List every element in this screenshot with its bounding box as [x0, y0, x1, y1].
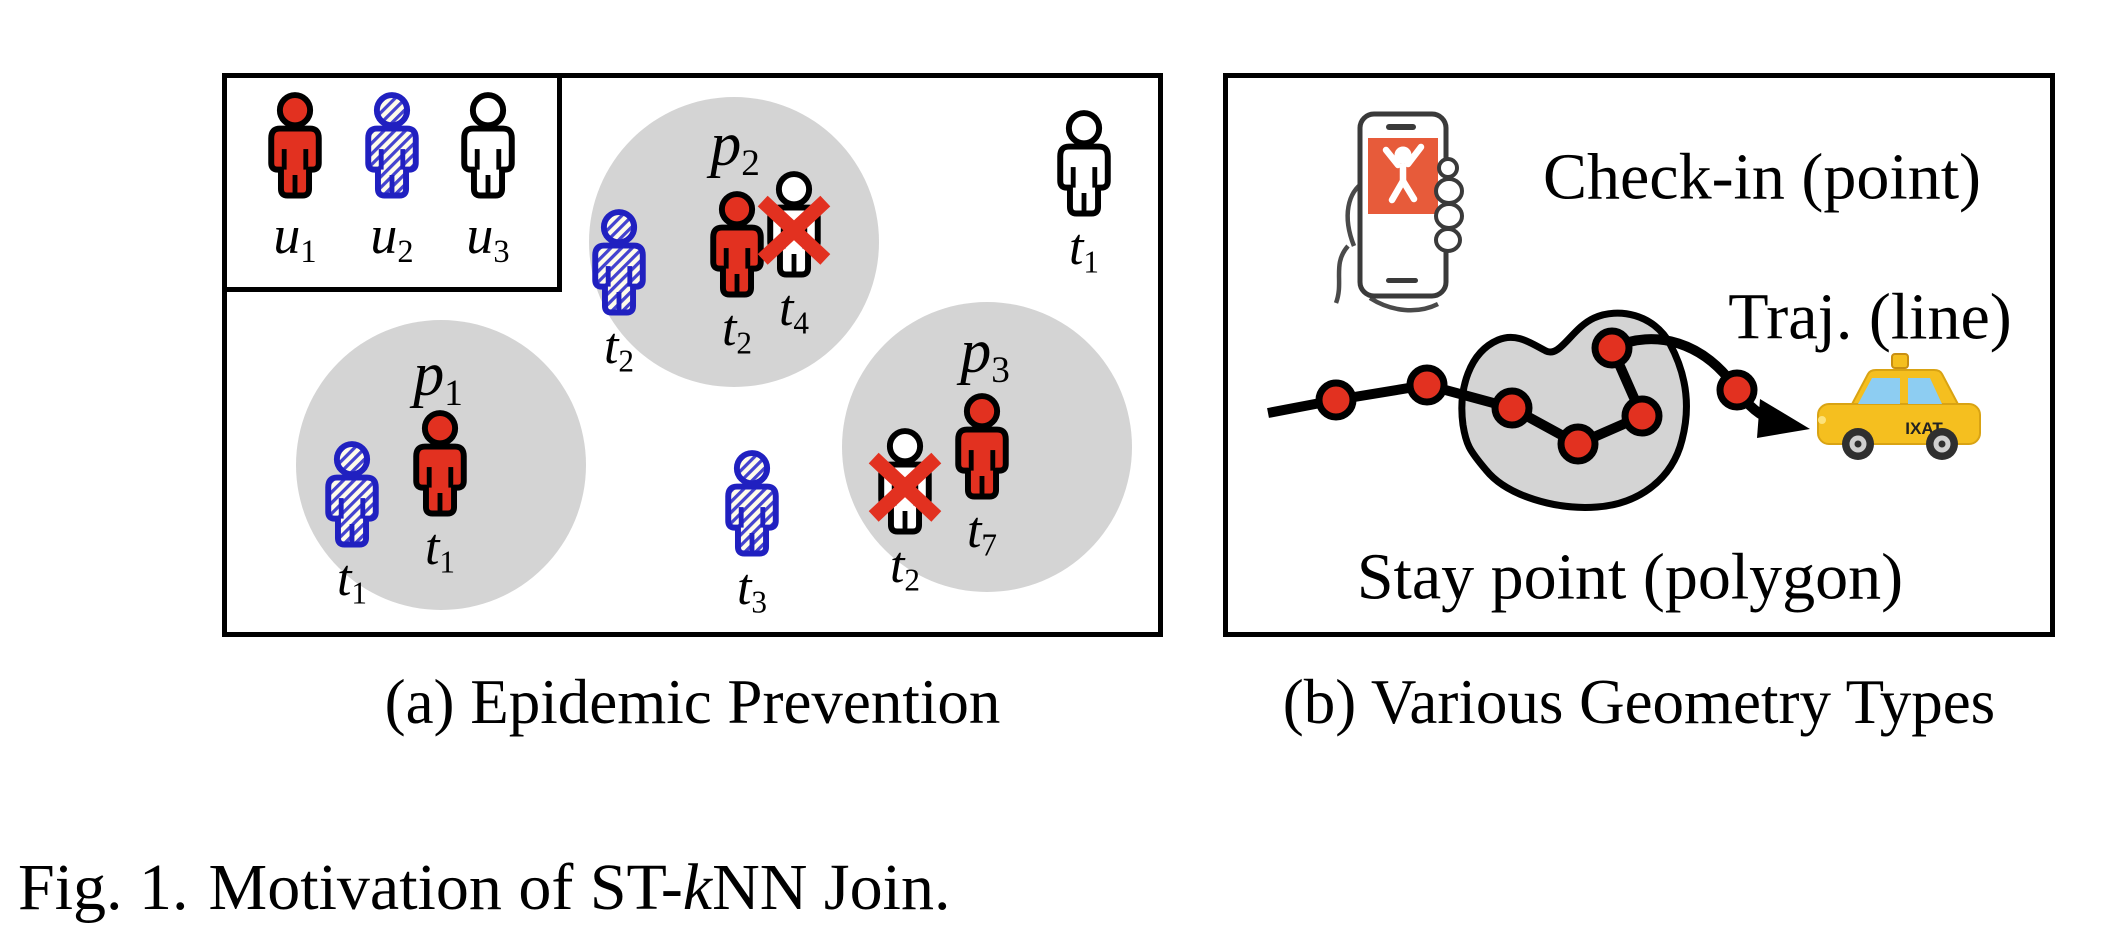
- legend-person-u1: u1: [268, 94, 322, 268]
- panel-a-caption: (a) Epidemic Prevention: [384, 667, 1001, 737]
- person-crossed-icon: [868, 430, 942, 538]
- trajectory-label: Traj. (line): [1728, 280, 2012, 354]
- person-crossed-icon: [757, 173, 831, 281]
- person-label: t2: [603, 318, 635, 379]
- person-t1-white: t1: [1057, 112, 1111, 278]
- taxi-icon: IXAT: [1817, 353, 1981, 460]
- person-t2-blue: t2: [592, 211, 646, 377]
- person-infected-icon: [268, 94, 322, 202]
- person-plain-icon: [1057, 112, 1111, 220]
- person-hatched-icon: [325, 443, 379, 551]
- checkin-phone-icon: [1333, 111, 1464, 313]
- person-label: t1: [424, 519, 456, 580]
- person-hatched-icon: [725, 452, 779, 560]
- person-t4-crossed: t4: [757, 173, 831, 341]
- person-infected-icon: [955, 395, 1009, 503]
- legend-label-u3: u3: [466, 205, 510, 271]
- person-infected-icon: [413, 412, 467, 520]
- taxi-wheels: [1842, 428, 1958, 460]
- staypoint-label: Stay point (polygon): [1356, 540, 1904, 614]
- person-label: t2: [889, 537, 921, 598]
- person-t1-red: t1: [413, 412, 467, 578]
- person-t7-red: t7: [955, 395, 1009, 561]
- person-hatched-icon: [592, 211, 646, 319]
- legend-person-u2: u2: [365, 94, 419, 268]
- legend-label-u1: u1: [273, 205, 317, 271]
- person-t1-blue: t1: [325, 443, 379, 609]
- person-label: t7: [966, 502, 998, 563]
- person-t2-red: t2: [710, 193, 764, 359]
- red-x-icon: [757, 195, 831, 265]
- figure-caption: Fig. 1.Motivation of ST-kNN Join.: [18, 851, 951, 924]
- legend-box: u1 u2 u3: [222, 73, 562, 292]
- person-label: t4: [778, 280, 810, 341]
- cluster-p1-label: p1: [413, 340, 463, 415]
- red-x-icon: [868, 452, 942, 522]
- trajectory-diagram: [1267, 309, 1810, 511]
- person-plain-icon: [461, 94, 515, 202]
- legend-person-u3: u3: [461, 94, 515, 268]
- cluster-p2-label: p2: [710, 110, 760, 185]
- person-t3-blue: t3: [725, 452, 779, 618]
- person-label: t2: [721, 300, 753, 361]
- person-label: t3: [736, 559, 768, 620]
- staypoint-polygon: [1458, 309, 1690, 511]
- person-t2-crossed: t2: [868, 430, 942, 598]
- person-hatched-icon: [365, 94, 419, 202]
- person-label: t1: [336, 550, 368, 611]
- checkin-mascot-icon: [1382, 143, 1425, 204]
- legend-label-u2: u2: [370, 205, 414, 271]
- panel-epidemic-prevention: p1 p2 p3 t2 t2 t4 t1 t1: [222, 73, 1163, 637]
- arrow-head-icon: [1757, 399, 1810, 438]
- person-infected-icon: [710, 193, 764, 301]
- panel-geometry-types: Check-in (point) Traj. (line) Stay point…: [1223, 73, 2055, 637]
- figure-number: Fig. 1.: [18, 851, 189, 924]
- panel-b-caption: (b) Various Geometry Types: [1282, 667, 1996, 737]
- trajectory-points: [1315, 327, 1758, 465]
- cluster-p3-label: p3: [960, 317, 1010, 392]
- checkin-label: Check-in (point): [1542, 140, 1982, 214]
- hand-fingers: [1434, 157, 1464, 253]
- person-label: t1: [1068, 219, 1100, 280]
